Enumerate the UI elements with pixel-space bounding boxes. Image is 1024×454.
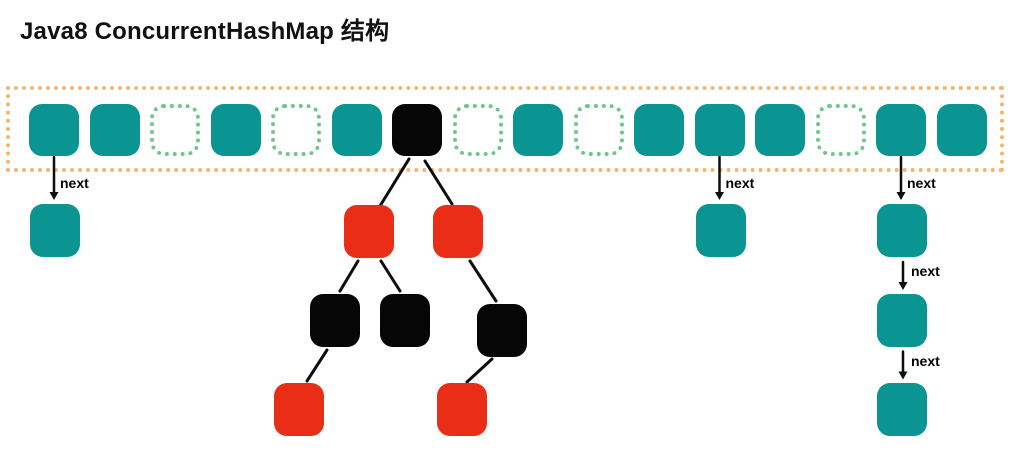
bucket-15-filled bbox=[936, 104, 987, 156]
tree-edge-red-right-black-right-1 bbox=[468, 259, 498, 303]
bucket-1-filled bbox=[89, 104, 140, 156]
bucket-array-container bbox=[6, 86, 1004, 172]
tree-node-red-leaf-1 bbox=[274, 383, 324, 436]
next-label: next bbox=[911, 352, 940, 369]
next-label: next bbox=[725, 175, 755, 191]
list-node-bucket14-2 bbox=[877, 383, 927, 436]
next-arrow-bucket-11-head bbox=[715, 192, 724, 200]
bucket-13-empty bbox=[815, 104, 866, 156]
bucket-5-filled bbox=[331, 104, 382, 156]
next-arrow-bucket14-1-head bbox=[898, 371, 908, 380]
next-label: next bbox=[60, 175, 89, 191]
list-node-bucket0-0 bbox=[30, 204, 80, 257]
bucket-3-filled bbox=[210, 104, 261, 156]
tree-node-red-right bbox=[433, 205, 483, 258]
bucket-14-filled bbox=[876, 104, 926, 156]
bucket-2-empty bbox=[150, 104, 200, 156]
bucket-8-filled bbox=[513, 104, 563, 156]
tree-edge-black-left-1-red-leaf-1 bbox=[305, 348, 329, 383]
bucket-6-tree-root bbox=[392, 104, 442, 156]
tree-edge-red-left-black-left-2 bbox=[379, 259, 402, 293]
next-arrow-bucket-0-head bbox=[49, 192, 59, 200]
next-arrow-bucket-14-head bbox=[896, 192, 906, 200]
tree-node-black-left-1 bbox=[310, 294, 360, 347]
bucket-7-empty bbox=[452, 104, 503, 156]
next-label: next bbox=[907, 175, 936, 191]
list-node-bucket14-0 bbox=[877, 204, 927, 257]
bucket-11-filled bbox=[694, 104, 745, 156]
list-node-bucket11-0 bbox=[695, 204, 746, 257]
bucket-12-filled bbox=[755, 104, 805, 156]
diagram-title: Java8 ConcurrentHashMap 结构 bbox=[20, 18, 390, 45]
bucket-9-empty bbox=[573, 104, 624, 156]
bucket-10-filled bbox=[634, 104, 684, 156]
tree-node-red-left bbox=[344, 205, 394, 258]
tree-edge-red-left-black-left-1 bbox=[338, 259, 360, 293]
next-label: next bbox=[911, 263, 940, 279]
tree-edge-black-right-1-red-leaf-2 bbox=[465, 357, 494, 384]
tree-node-black-right-1 bbox=[477, 304, 527, 357]
next-arrow-bucket14-0-head bbox=[898, 282, 908, 290]
tree-node-black-left-2 bbox=[380, 294, 430, 347]
bucket-4-empty bbox=[271, 104, 321, 156]
bucket-0-filled bbox=[29, 104, 79, 156]
list-node-bucket14-1 bbox=[877, 293, 927, 347]
tree-node-red-leaf-2 bbox=[437, 383, 487, 436]
